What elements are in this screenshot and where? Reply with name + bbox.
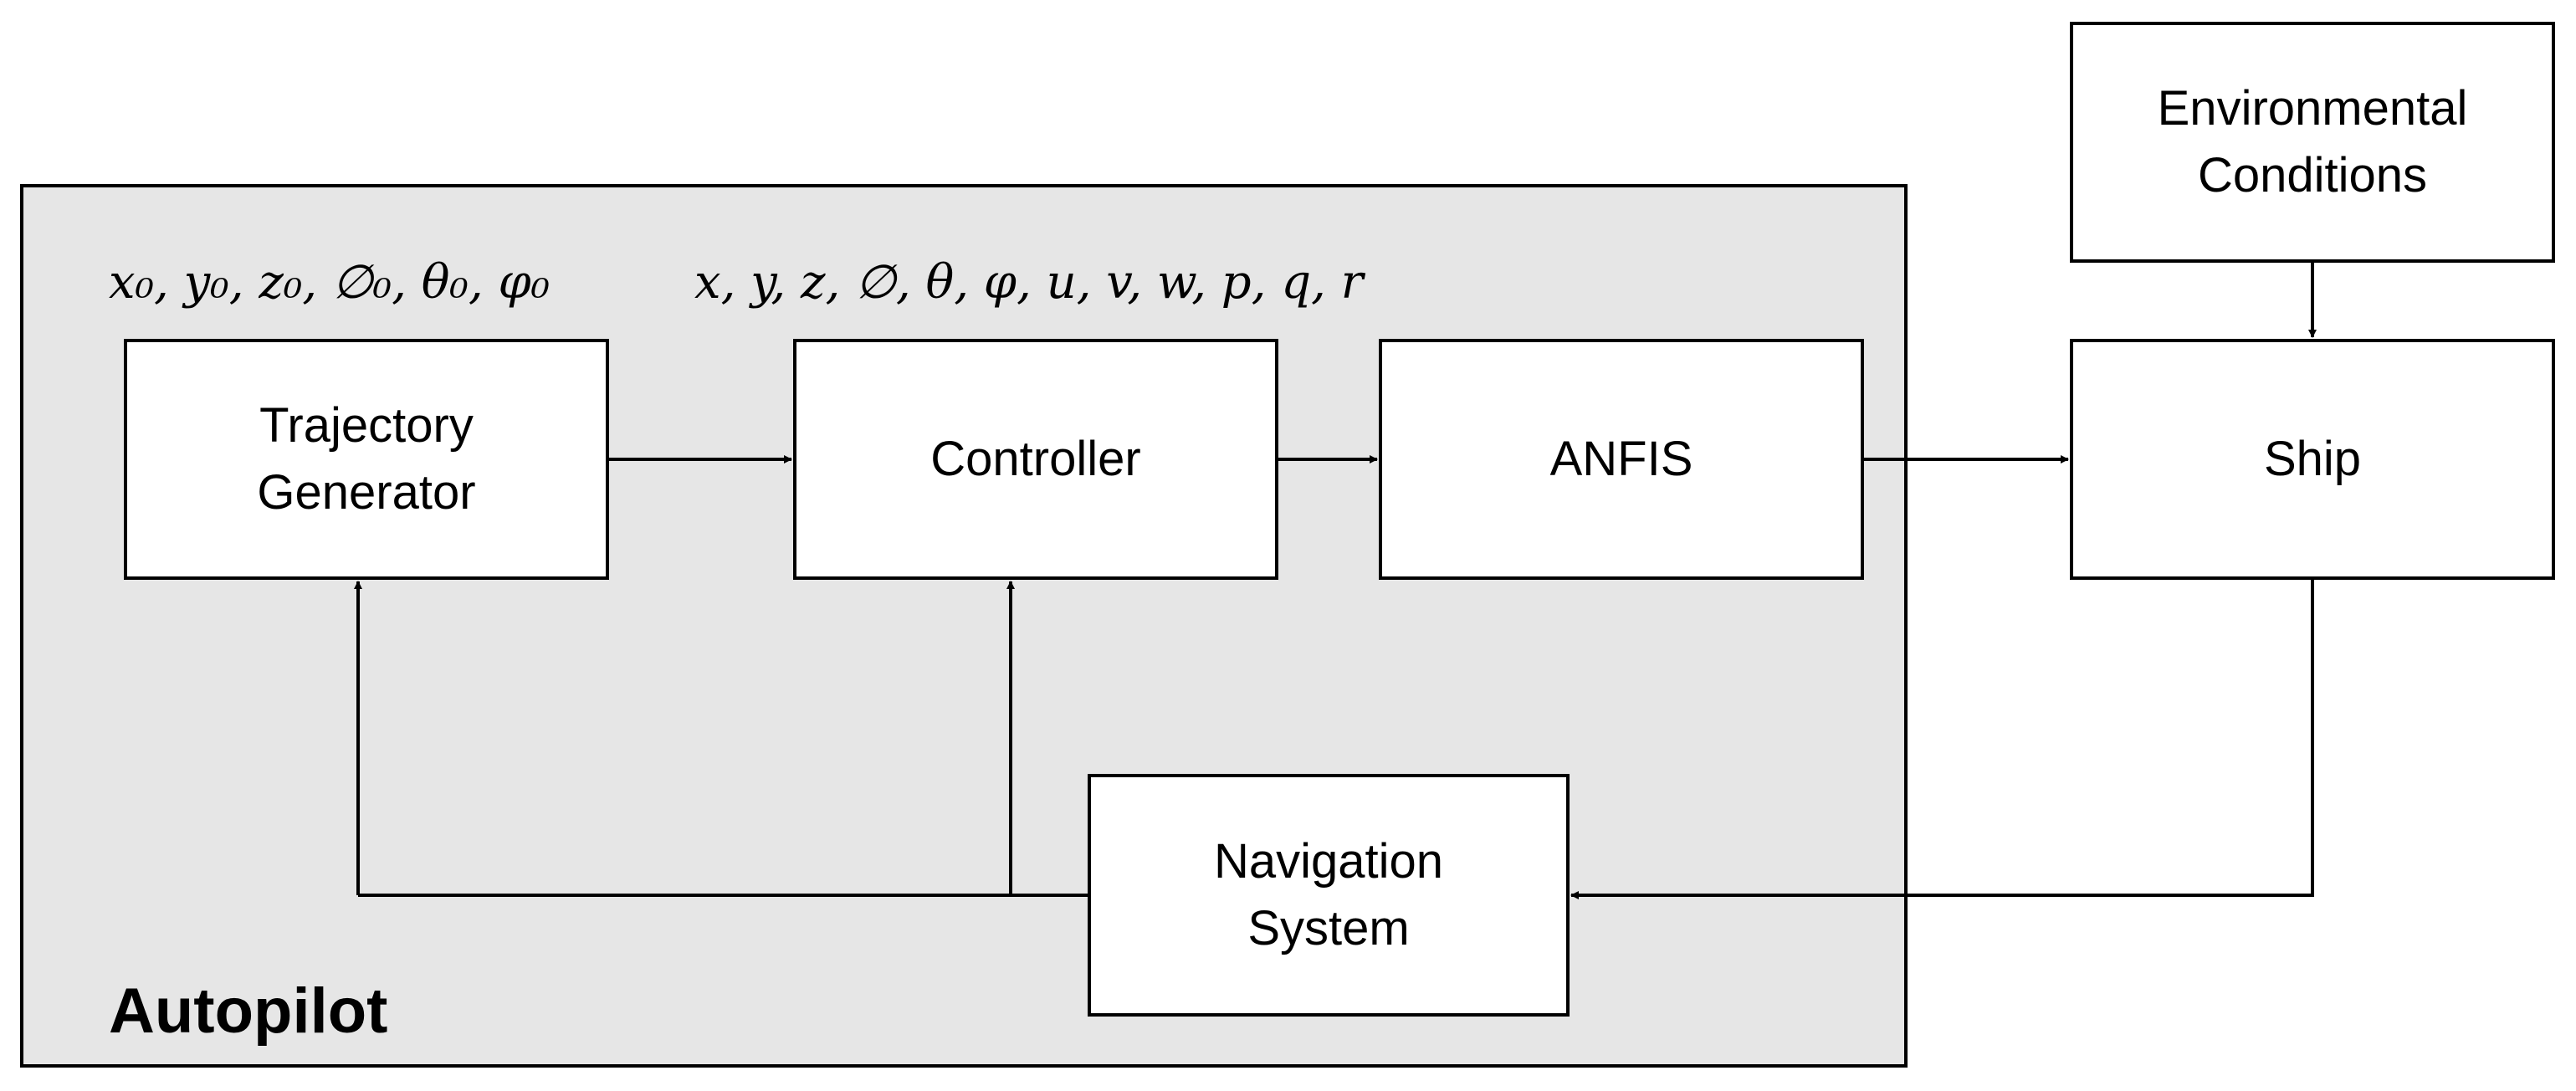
ship-block: Ship	[2070, 339, 2555, 580]
autopilot-label: Autopilot	[109, 976, 388, 1047]
controller-block: Controller	[793, 339, 1278, 580]
initial-conditions-label: x₀, y₀, z₀, ∅₀, θ₀, φ₀	[109, 255, 551, 310]
state-vector-label: x, y, z, ∅, θ, φ, u, v, w, p, q, r	[694, 255, 1364, 310]
autopilot-group	[20, 184, 1908, 1068]
trajectory-generator-block: Trajectory Generator	[124, 339, 609, 580]
anfis-block: ANFIS	[1379, 339, 1864, 580]
navigation-system-block: Navigation System	[1088, 774, 1570, 1017]
arrow-ship-to-navigation	[1570, 580, 2314, 899]
environmental-conditions-block: Environmental Conditions	[2070, 22, 2555, 263]
